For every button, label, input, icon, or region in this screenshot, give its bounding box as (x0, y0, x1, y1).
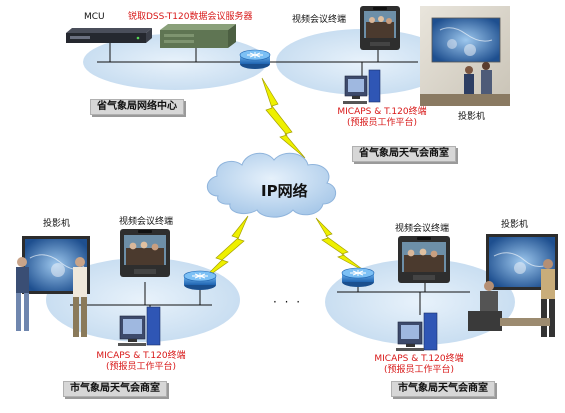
ellipsis-label: · · · (273, 295, 303, 309)
prov-videoconf-label: 视频会议终端 (292, 15, 347, 25)
city-right-projection-photo (468, 234, 558, 337)
city-left-micaps-label: MICAPS & T.120终端 (预报员工作平台) (94, 352, 188, 372)
router-icon (183, 270, 217, 290)
city-left-micaps-line1: MICAPS & T.120终端 (96, 351, 186, 361)
router-icon (341, 267, 375, 287)
router-icon (239, 49, 271, 69)
micaps-workstation-icon (118, 306, 161, 346)
city-right-micaps-label: MICAPS & T.120终端 (预报员工作平台) (372, 355, 466, 375)
provincial-center-label: 省气象局网络中心 (90, 99, 184, 115)
micaps-workstation-icon (396, 312, 438, 351)
provincial-room-label: 省气象局天气会商室 (352, 146, 456, 162)
videoconference-terminal-icon (398, 236, 450, 283)
city-right-micaps-line2: (预报员工作平台) (383, 365, 455, 375)
lightning-bolt-provincial (261, 77, 306, 159)
city-right-room-label: 市气象局天气会商室 (391, 381, 495, 397)
server-device-icon (160, 24, 236, 48)
city-right-videoconf-label: 视频会议终端 (395, 224, 450, 234)
ip-network-label: IP网络 (261, 182, 308, 200)
mcu-device-icon (66, 28, 152, 43)
server-label: 锐取DSS-T120数据会议服务器 (128, 12, 253, 22)
city-right-micaps-line1: MICAPS & T.120终端 (374, 354, 464, 364)
city-left-projector-label: 投影机 (43, 219, 71, 229)
city-left-micaps-line2: (预报员工作平台) (105, 362, 177, 372)
lightning-bolt-city-right (315, 217, 367, 273)
prov-projector-label: 投影机 (458, 112, 486, 122)
micaps-workstation-icon (343, 69, 381, 104)
provincial-room-photo (420, 6, 510, 106)
ip-network-cloud (206, 152, 336, 218)
prov-micaps-line2: (预报员工作平台) (346, 118, 418, 128)
city-left-room-label: 市气象局天气会商室 (63, 381, 167, 397)
videoconference-terminal-icon (360, 6, 400, 50)
videoconference-terminal-icon (120, 229, 170, 277)
prov-micaps-line1: MICAPS & T.120终端 (337, 107, 427, 117)
city-right-projector-label: 投影机 (501, 220, 529, 230)
city-left-videoconf-label: 视频会议终端 (119, 217, 174, 227)
mcu-label: MCU (84, 12, 105, 22)
prov-micaps-label: MICAPS & T.120终端 (预报员工作平台) (335, 108, 429, 128)
city-left-projection-photo (16, 236, 90, 337)
